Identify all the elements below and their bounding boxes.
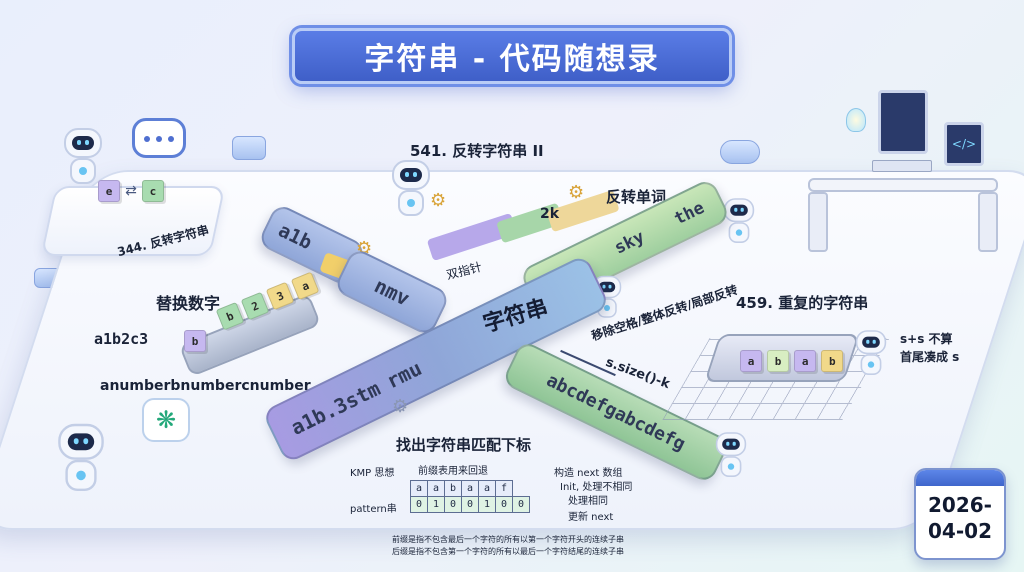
kmp-table: a a b a a f 0 1 0 0 1 0 0	[410, 480, 530, 513]
input-cube: b	[184, 330, 206, 352]
date-line-1: 2026-	[928, 493, 992, 517]
date-text: 2026- 04-02	[916, 492, 1004, 544]
two-k-note: 2k	[540, 206, 560, 222]
gear-icon: ⚙	[568, 182, 585, 203]
next-row: 0 1 0 0 1 0 0	[410, 496, 530, 513]
gear-icon: ⚙	[392, 396, 409, 417]
robot-icon	[53, 423, 108, 498]
robot-icon	[853, 330, 890, 380]
next-cell: 1	[427, 496, 445, 513]
kmp-label: 找出字符串匹配下标	[396, 436, 532, 454]
word-sky: sky	[611, 227, 648, 259]
pattern-cell: a	[427, 480, 445, 497]
server-icon	[720, 140, 760, 164]
robot-icon	[388, 160, 434, 222]
next-cell: 0	[461, 496, 479, 513]
replace-digits-input: a1b2c3	[94, 330, 149, 348]
cube: b	[821, 350, 844, 372]
chat-bubble-icon	[132, 118, 186, 158]
title-banner: 字符串 - 代码随想录	[292, 28, 732, 84]
monitor-icon: </>	[944, 122, 984, 166]
next-cell: 0	[410, 496, 428, 513]
reverse-words-label: 反转单词	[606, 188, 667, 206]
robot-icon	[721, 198, 758, 248]
beam-text: a1b	[274, 219, 316, 255]
swap-arrow-icon: ⇄	[125, 183, 137, 199]
repeated-substring-cubes: a b a b	[740, 350, 844, 372]
repeated-substring-label: 459. 重复的字符串	[736, 294, 869, 312]
cube: a	[740, 350, 762, 372]
pattern-row: a a b a a f	[410, 480, 530, 497]
next-cell: 0	[512, 496, 530, 513]
reverse-string-2-label: 541. 反转字符串 II	[410, 142, 544, 160]
server-icon	[232, 136, 266, 160]
pattern-cell: a	[410, 480, 428, 497]
openai-logo-icon: ❋	[142, 398, 190, 442]
next-cell: 0	[495, 496, 513, 513]
pattern-cell: a	[478, 480, 496, 497]
kmp-build-note-2: Init, 处理不相同	[560, 482, 633, 493]
kmp-prefix-note: 前缀表用来回退	[418, 466, 488, 477]
beam-text: rmu	[382, 355, 426, 394]
kmp-build-note-1: 构造 next 数组	[554, 468, 623, 479]
cube: b	[767, 350, 790, 372]
next-cell: 0	[444, 496, 462, 513]
repeated-note-1: s+s 不算	[900, 332, 953, 346]
word-the: the	[671, 197, 708, 230]
pattern-cell: a	[461, 480, 479, 497]
replace-digits-label: 替换数字	[156, 294, 221, 313]
page-title: 字符串 - 代码随想录	[364, 42, 660, 77]
kmp-idea: KMP 思想	[350, 468, 395, 479]
kmp-def-suffix: 后缀是指不包含第一个字符的所有以最后一个字符结尾的连续子串	[392, 547, 624, 556]
repeated-note-2: 首尾凑成 s	[900, 350, 960, 364]
kmp-def-prefix: 前缀是指不包含最后一个字符的所有以第一个字符开头的连续子串	[392, 535, 624, 544]
kmp-build-note-3: 处理相同	[568, 496, 608, 507]
pattern-cell: b	[444, 480, 462, 497]
reverse-string-cubes: e ⇄ c	[98, 180, 164, 202]
monitor-icon	[878, 90, 928, 154]
robot-icon	[713, 432, 750, 482]
lightbulb-icon	[846, 108, 866, 132]
robot-icon	[60, 128, 106, 190]
replace-digits-output: anumberbnumbercnumber	[100, 378, 311, 394]
gear-icon: ⚙	[430, 190, 447, 211]
date-line-2: 04-02	[928, 519, 992, 543]
keyboard-icon	[872, 160, 932, 172]
beam-text: nmv	[370, 273, 414, 311]
kmp-pattern-label: pattern串	[350, 504, 397, 515]
pattern-cell: f	[495, 480, 513, 497]
calendar-icon: 2026- 04-02	[914, 468, 1006, 560]
next-cell: 1	[478, 496, 496, 513]
desk: </>	[808, 90, 998, 260]
cube: c	[141, 180, 164, 202]
kmp-build-note-4: 更新 next	[568, 512, 614, 523]
cube: a	[794, 350, 817, 372]
cube: e	[98, 180, 120, 202]
